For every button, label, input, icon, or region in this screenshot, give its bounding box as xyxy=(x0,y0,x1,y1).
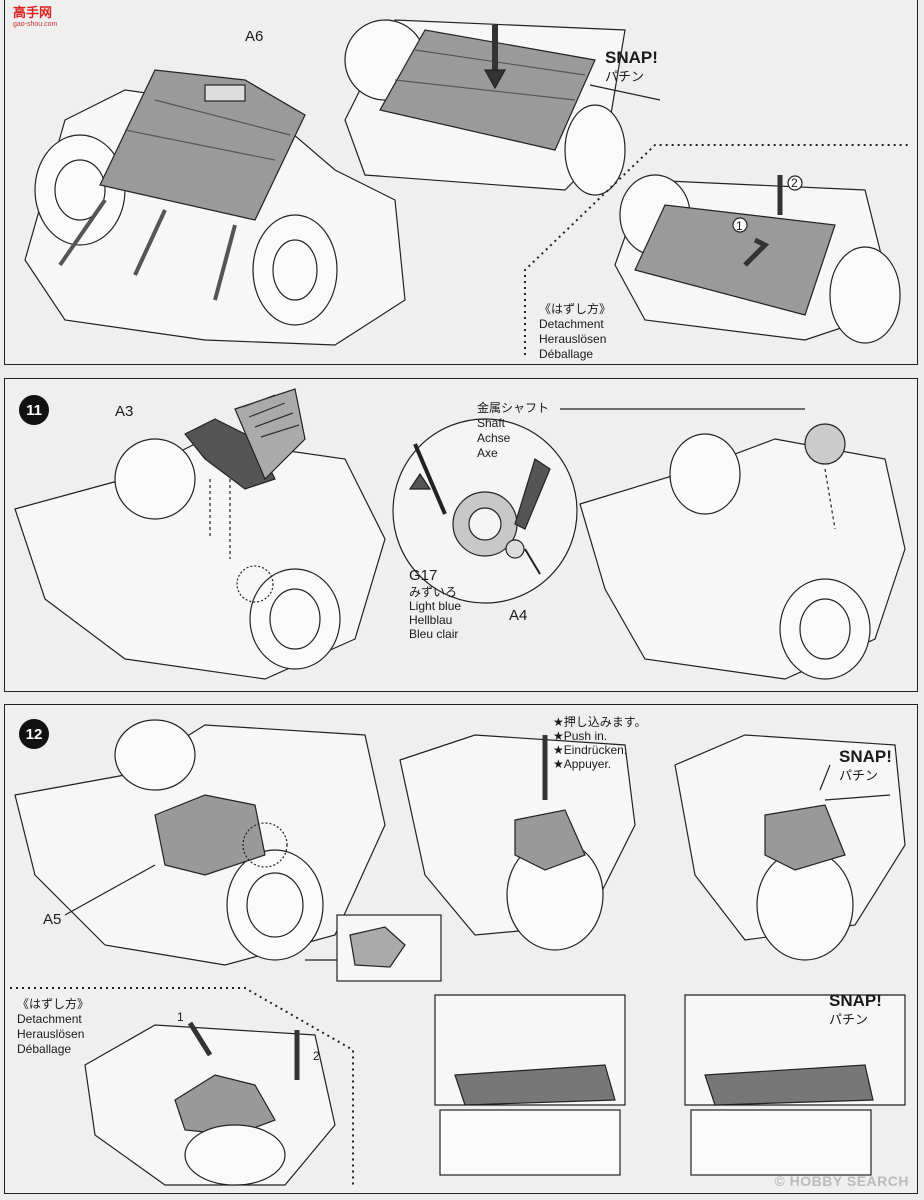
snap-text: SNAP! xyxy=(839,747,892,766)
push-en: ★Push in. xyxy=(553,729,608,743)
gear-color-fr: Bleu clair xyxy=(409,627,459,641)
push-de: ★Eindrücken. xyxy=(553,743,628,757)
part-label-a5: A5 xyxy=(43,911,62,928)
snap-jp-text: パチン xyxy=(605,69,645,84)
push-jp: ★押し込みます。 xyxy=(553,715,647,729)
shaft-jp: 金属シャフト xyxy=(477,401,550,415)
part-label-a6: A6 xyxy=(245,28,264,45)
arrow-step-1: 1 xyxy=(177,1010,184,1024)
detach-jp: 《はずし方》 xyxy=(17,997,90,1011)
step-10-illustration xyxy=(24,19,910,355)
detach-en: Detachment xyxy=(17,1012,82,1026)
shaft-de: Achse xyxy=(477,431,511,445)
shaft-fr: Axe xyxy=(477,446,498,460)
step-11-illustration xyxy=(14,388,906,680)
gear-color-de: Hellblau xyxy=(409,613,453,627)
detach-en: Detachment xyxy=(539,317,604,331)
arrow-step-2: 2 xyxy=(313,1049,320,1063)
step-12-panel: 12 A5 ★押し込みます。 ★Push in. ★Eindrücken. ★A… xyxy=(4,704,918,1194)
part-label-a3: A3 xyxy=(115,403,134,420)
snap-jp-text: パチン xyxy=(839,768,879,783)
detach-fr: Déballage xyxy=(17,1042,72,1056)
detach-de: Herauslösen xyxy=(17,1027,85,1041)
gear-color-en: Light blue xyxy=(409,599,462,613)
detach-de: Herauslösen xyxy=(539,332,607,346)
part-label-a4: A4 xyxy=(509,607,528,624)
hobby-search-watermark: © HOBBY SEARCH xyxy=(774,1173,909,1189)
step-11-panel: 11 A3 金属シャフト Shaft Achse Axe G17 みずいろ Li… xyxy=(4,378,918,692)
detach-fr: Déballage xyxy=(539,347,594,361)
arrow-step-1: 1 xyxy=(736,219,743,233)
step-12-illustration xyxy=(10,719,906,1186)
gear-label-g17: G17 xyxy=(409,567,438,584)
step-number-12: 12 xyxy=(19,719,49,749)
step-number-11: 11 xyxy=(19,395,49,425)
detach-jp: 《はずし方》 xyxy=(539,302,612,316)
gear-color-jp: みずいろ xyxy=(409,585,458,599)
snap-jp-text-2: パチン xyxy=(829,1012,869,1027)
snap-text-2: SNAP! xyxy=(829,991,882,1010)
shaft-en: Shaft xyxy=(477,416,506,430)
arrow-step-2: 2 xyxy=(791,176,798,190)
snap-text: SNAP! xyxy=(605,48,658,67)
push-fr: ★Appuyer. xyxy=(553,757,612,771)
